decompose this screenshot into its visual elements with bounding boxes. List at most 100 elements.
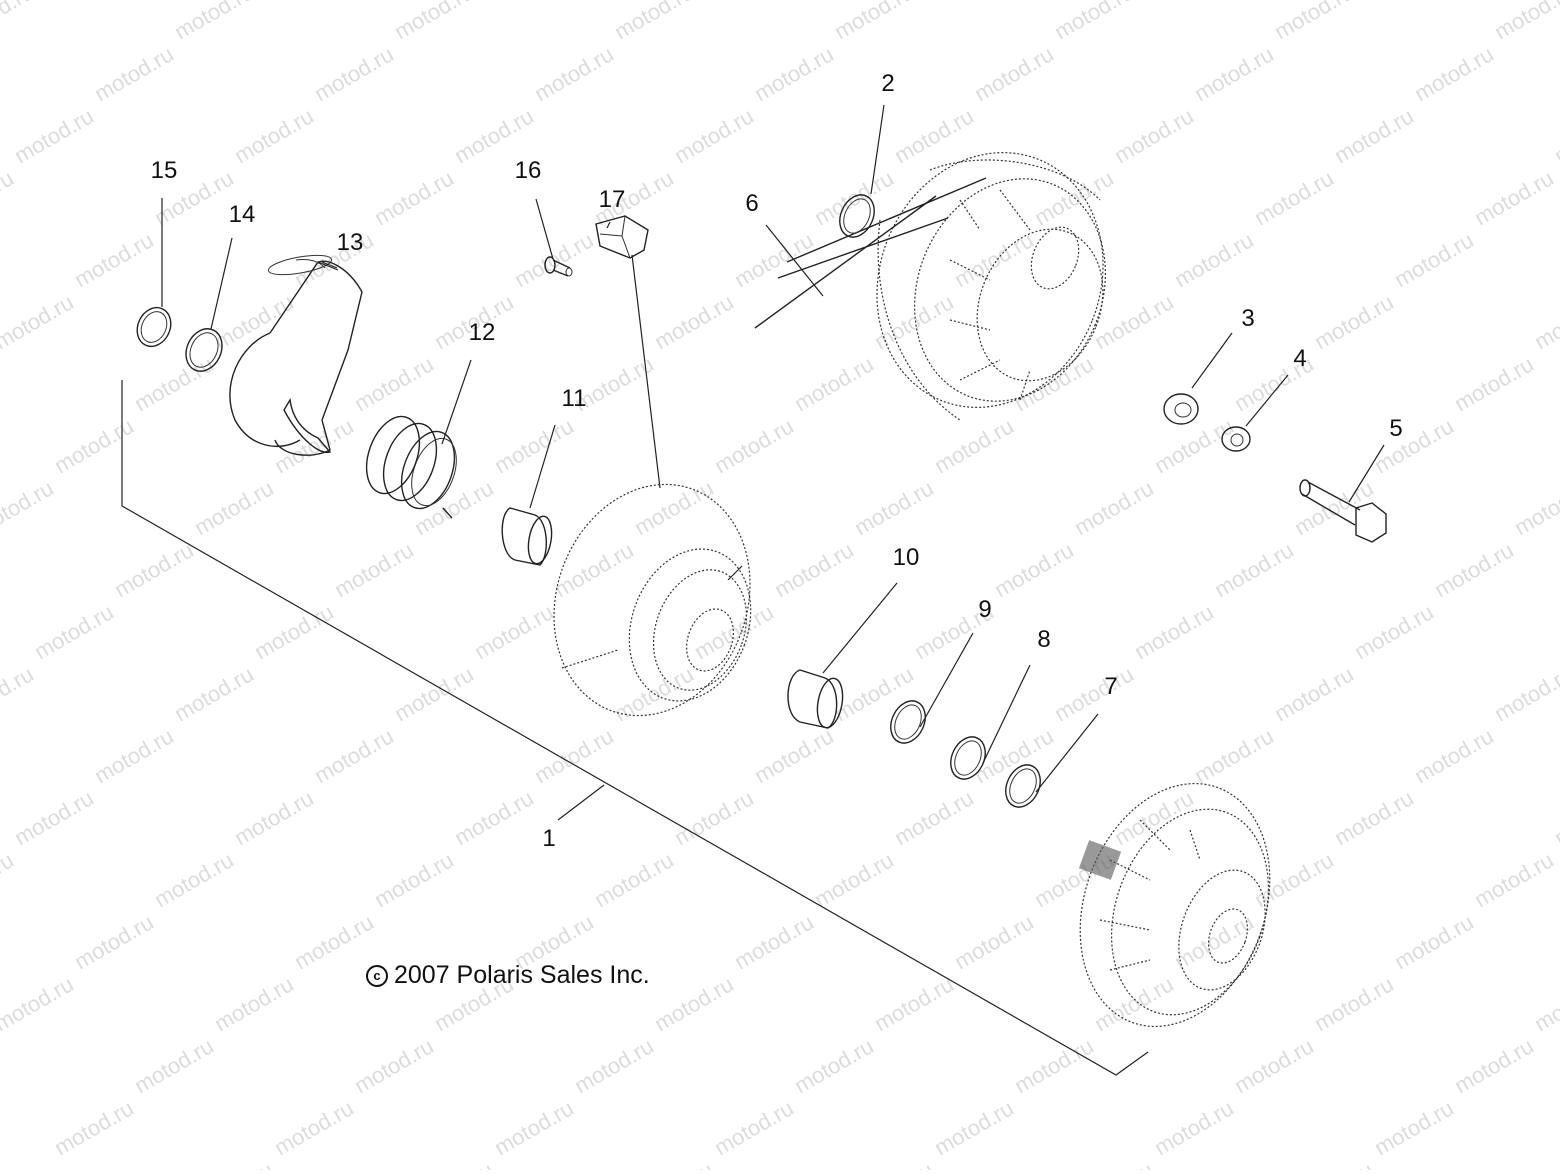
watermark-text: motod.ru <box>250 599 338 664</box>
watermark-text: motod.ru <box>50 413 138 478</box>
watermark-text: motod.ru <box>530 41 618 106</box>
watermark-text: motod.ru <box>670 103 758 168</box>
upper-clutch-sheave <box>876 152 1106 421</box>
watermark-text: motod.ru <box>1490 0 1560 44</box>
watermark-text: motod.ru <box>1450 1033 1538 1098</box>
watermark-text: motod.ru <box>170 661 258 726</box>
watermark-text: motod.ru <box>310 723 398 788</box>
watermark-text: motod.ru <box>1010 351 1098 416</box>
watermark-text: motod.ru <box>1110 103 1198 168</box>
watermark-text: motod.ru <box>70 227 158 292</box>
callout-17: 17 <box>598 186 626 213</box>
watermark-text: motod.ru <box>190 1157 278 1170</box>
watermark-text: motod.ru <box>390 661 478 726</box>
watermark-text: motod.ru <box>90 41 178 106</box>
watermark-text: motod.ru <box>10 103 98 168</box>
watermark-text: motod.ru <box>730 909 818 974</box>
watermark-text: motod.ru <box>1450 351 1538 416</box>
watermark-text: motod.ru <box>0 971 78 1036</box>
callout-12: 12 <box>468 319 496 346</box>
watermark-text: motod.ru <box>710 413 798 478</box>
watermark-text: motod.ru <box>630 1157 718 1170</box>
callout-4: 4 <box>1293 345 1307 372</box>
watermark-text: motod.ru <box>1070 475 1158 540</box>
watermark-text: motod.ru <box>230 103 318 168</box>
watermark-text: motod.ru <box>950 227 1038 292</box>
watermark-text: motod.ru <box>1270 661 1358 726</box>
watermark-text: motod.ru <box>1270 0 1358 44</box>
watermark-text: motod.ru <box>1330 103 1418 168</box>
spring-part-12 <box>365 359 472 519</box>
watermark-text: motod.ru <box>1110 785 1198 850</box>
watermark-text: motod.ru <box>830 0 918 44</box>
watermark-text: motod.ru <box>1490 661 1560 726</box>
callout-2: 2 <box>881 70 895 97</box>
watermark-text: motod.ru <box>170 0 258 44</box>
watermark-text: motod.ru <box>1510 1157 1560 1170</box>
watermark-text: motod.ru <box>1390 909 1478 974</box>
watermark-text: motod.ru <box>330 537 418 602</box>
watermark-text: motod.ru <box>1390 227 1478 292</box>
o-ring-part-8 <box>950 664 1031 780</box>
watermark-text: motod.ru <box>1330 785 1418 850</box>
watermark-text: motod.ru <box>650 289 738 354</box>
o-ring-part-9 <box>890 632 974 744</box>
watermark-text: motod.ru <box>210 971 298 1036</box>
watermark-text: motod.ru <box>630 475 718 540</box>
watermark-text: motod.ru <box>710 1095 798 1160</box>
watermark-text: motod.ru <box>70 909 158 974</box>
watermark-text: motod.ru <box>90 723 178 788</box>
watermark-text: motod.ru <box>570 1033 658 1098</box>
watermark-text: motod.ru <box>1530 971 1560 1036</box>
watermark-text: motod.ru <box>1050 661 1138 726</box>
watermark-text: motod.ru <box>1130 599 1218 664</box>
callout-5: 5 <box>1389 415 1403 442</box>
watermark-text: motod.ru <box>350 351 438 416</box>
callout-9: 9 <box>978 596 992 623</box>
watermark-text: motod.ru <box>950 909 1038 974</box>
watermark-text: motod.ru <box>1050 0 1138 44</box>
watermark-text: motod.ru <box>870 289 958 354</box>
bushing-part-11 <box>501 424 556 566</box>
snap-ring-part-15 <box>136 198 172 348</box>
bushing-part-10 <box>787 582 898 729</box>
watermark-text: motod.ru <box>0 847 18 912</box>
watermark-text: motod.ru <box>1290 1157 1378 1170</box>
watermark-text: motod.ru <box>770 537 858 602</box>
watermark-text: motod.ru <box>1290 475 1378 540</box>
watermark-text: motod.ru <box>650 971 738 1036</box>
watermark-text: motod.ru <box>1250 847 1338 912</box>
watermark-text: motod.ru <box>370 165 458 230</box>
watermark-text: motod.ru <box>1350 599 1438 664</box>
watermark-text: motod.ru <box>1090 971 1178 1036</box>
watermark-text: motod.ru <box>1170 227 1258 292</box>
watermark-text: motod.ru <box>930 1095 1018 1160</box>
watermark-text: motod.ru <box>490 413 578 478</box>
watermark-text: motod.ru <box>0 289 78 354</box>
watermark-text: motod.ru <box>50 1095 138 1160</box>
watermark-text: motod.ru <box>0 165 18 230</box>
watermark-text: motod.ru <box>310 41 398 106</box>
watermark-text: motod.ru <box>810 847 898 912</box>
watermark-text: motod.ru <box>210 289 298 354</box>
watermark-text: motod.ru <box>610 0 698 44</box>
watermark-text: motod.ru <box>0 0 38 44</box>
watermark-text: motod.ru <box>0 661 38 726</box>
callout-1: 1 <box>542 825 556 852</box>
watermark-text: motod.ru <box>30 599 118 664</box>
watermark-text: motod.ru <box>690 599 778 664</box>
watermark-text: motod.ru <box>130 1033 218 1098</box>
washer-part-4 <box>1221 374 1289 452</box>
watermark-text: motod.ru <box>1030 165 1118 230</box>
watermark-text: motod.ru <box>450 785 538 850</box>
watermark-text: motod.ru <box>1310 971 1398 1036</box>
watermark-text: motod.ru <box>1210 537 1298 602</box>
callout-7: 7 <box>1104 673 1118 700</box>
watermark-text: motod.ru <box>1430 537 1518 602</box>
watermark-text: motod.ru <box>930 413 1018 478</box>
watermark-text: motod.ru <box>290 909 378 974</box>
callout-11: 11 <box>561 385 587 412</box>
